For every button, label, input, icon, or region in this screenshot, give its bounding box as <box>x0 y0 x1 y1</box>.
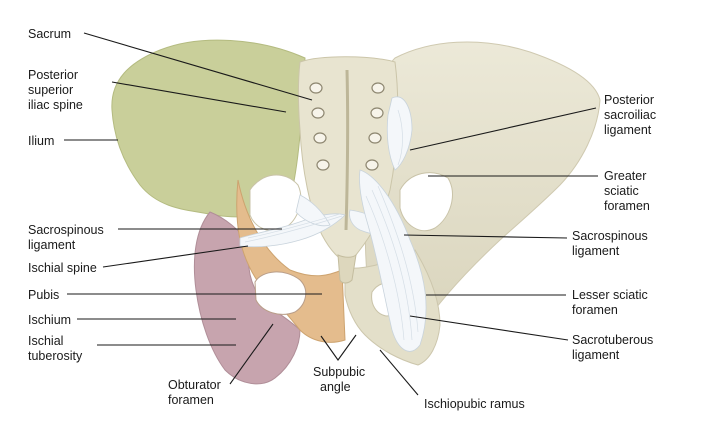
label-pubis: Pubis <box>28 288 59 302</box>
label-ischial-tuberosity-line2: tuberosity <box>28 349 83 363</box>
coccyx <box>337 253 357 284</box>
label-lesser-sciatic-foramen-line2: foramen <box>572 303 618 317</box>
label-ischial-spine: Ischial spine <box>28 261 97 275</box>
label-posterior-superior-iliac-spine-line1: Posterior <box>28 68 78 82</box>
label-sacrospinous-ligament-left-line2: ligament <box>28 238 76 252</box>
left-obturator-foramen <box>254 271 307 315</box>
label-posterior-superior-iliac-spine-line2: superior <box>28 83 73 97</box>
label-greater-sciatic-foramen-line3: foramen <box>604 199 650 213</box>
label-obturator-foramen-line1: Obturator <box>168 378 221 392</box>
label-ischial-tuberosity-line1: Ischial <box>28 334 63 348</box>
label-posterior-sacroiliac-ligament-line2: sacroiliac <box>604 108 656 122</box>
median-sacral-crest <box>344 69 350 231</box>
label-sacrospinous-ligament-right-line2: ligament <box>572 244 620 258</box>
label-posterior-sacroiliac-ligament-line3: ligament <box>604 123 652 137</box>
label-ischiopubic-ramus: Ischiopubic ramus <box>424 397 525 411</box>
label-greater-sciatic-foramen-line2: sciatic <box>604 184 639 198</box>
label-ischium: Ischium <box>28 313 71 327</box>
sacral-foramina <box>309 82 385 171</box>
leader-lines <box>64 32 598 396</box>
label-sacrum: Sacrum <box>28 27 71 41</box>
right-greater-sciatic-foramen <box>399 172 453 232</box>
label-sacrospinous-ligament-left-line1: Sacrospinous <box>28 223 104 237</box>
label-sacrospinous-ligament-right-line1: Sacrospinous <box>572 229 648 243</box>
ligament-fibers <box>244 109 419 341</box>
label-sacrotuberous-ligament-line2: ligament <box>572 348 620 362</box>
label-obturator-foramen-line2: foramen <box>168 393 214 407</box>
label-subpubic-angle-line1: Subpubic <box>313 365 365 379</box>
label-posterior-superior-iliac-spine-line3: iliac spine <box>28 98 83 112</box>
label-greater-sciatic-foramen-line1: Greater <box>604 169 646 183</box>
label-sacrotuberous-ligament-line1: Sacrotuberous <box>572 333 653 347</box>
label-subpubic-angle-line2: angle <box>320 380 351 394</box>
label-lesser-sciatic-foramen-line1: Lesser sciatic <box>572 288 648 302</box>
label-ilium: Ilium <box>28 134 54 148</box>
left-greater-sciatic-foramen <box>249 174 302 232</box>
label-posterior-sacroiliac-ligament-line1: Posterior <box>604 93 654 107</box>
